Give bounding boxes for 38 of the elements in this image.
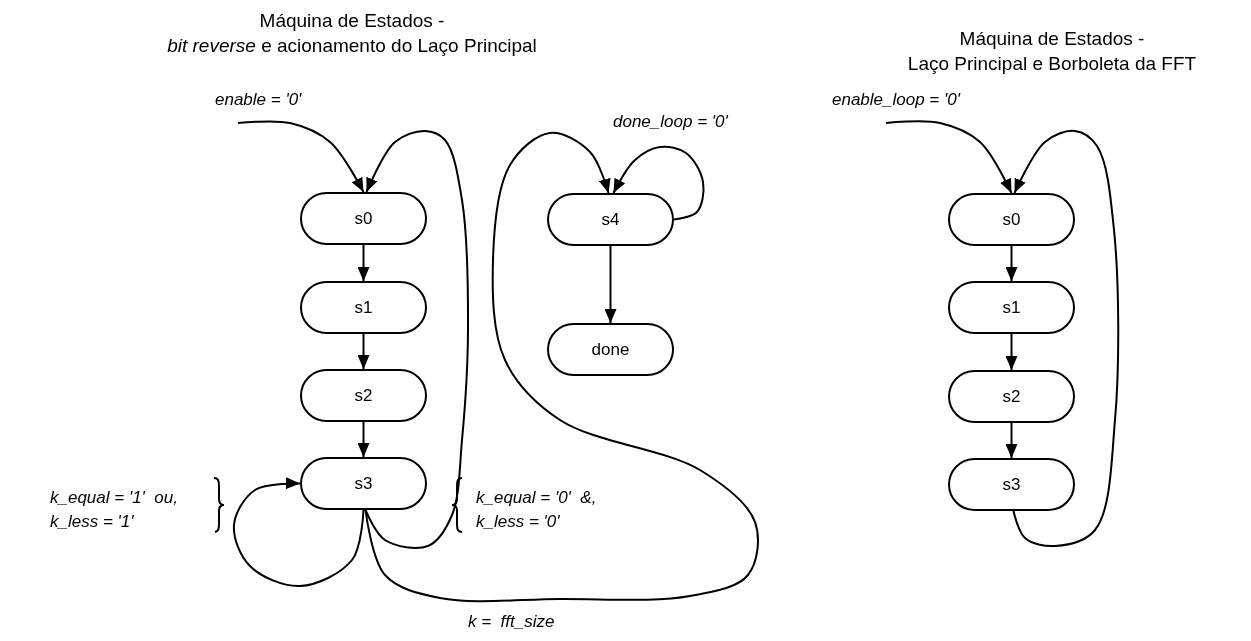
state-box [300, 369, 427, 422]
state-label: s0 [354, 208, 373, 229]
transition-arrow [357, 421, 370, 458]
state-label: s2 [1002, 386, 1021, 407]
state-box [948, 281, 1075, 334]
transition-arrow [1012, 129, 1120, 548]
state-box [300, 457, 427, 510]
state-label: done [591, 339, 630, 360]
state-box [300, 192, 427, 245]
state-label: s1 [1002, 297, 1021, 318]
transition-arrow [1005, 245, 1018, 282]
diagram-heading: Máquina de Estados - [259, 10, 445, 32]
state-label: s1 [354, 297, 373, 318]
transition-arrow [364, 130, 470, 549]
diagram-heading: bit reverse e acionamento do Laço Principal [167, 35, 537, 57]
state-label: s2 [354, 385, 373, 406]
transition-arrow [1005, 333, 1018, 371]
self-loop-arrow [232, 477, 365, 587]
transition-arrow [1005, 422, 1018, 459]
state-box [300, 281, 427, 334]
diagram-heading: Laço Principal e Borboleta da FFT [907, 53, 1197, 75]
diagram-heading: Máquina de Estados - [959, 28, 1145, 50]
state-box [948, 458, 1075, 511]
self-loop-arrow [612, 145, 705, 221]
transition-arrow [237, 120, 365, 193]
state-label: s4 [601, 209, 620, 230]
state-box [948, 370, 1075, 423]
transition-arrow [604, 245, 617, 324]
state-label: s3 [1002, 474, 1021, 495]
state-label: s3 [354, 473, 373, 494]
state-label: s0 [1002, 209, 1021, 230]
transition-arrow [364, 131, 759, 603]
transition-arrow [357, 244, 370, 282]
transition-arrow [885, 120, 1013, 194]
transition-arrow [357, 333, 370, 370]
state-box [547, 323, 674, 376]
state-box [948, 193, 1075, 246]
state-box [547, 193, 674, 246]
